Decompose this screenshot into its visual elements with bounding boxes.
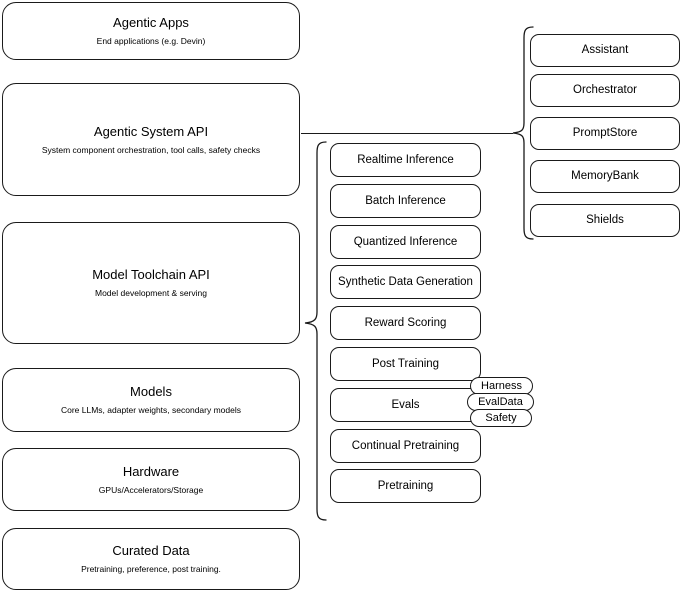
service-label: Reward Scoring [364, 316, 447, 329]
service-box-continual-pretraining[interactable]: Continual Pretraining [330, 429, 481, 463]
service-label: Realtime Inference [357, 153, 454, 166]
service-box-synthetic-data-generation[interactable]: Synthetic Data Generation [330, 265, 481, 299]
service-label: Batch Inference [365, 194, 446, 207]
layer-box-models[interactable]: Models Core LLMs, adapter weights, secon… [2, 368, 300, 432]
service-label: Evals [391, 398, 420, 411]
service-box-realtime-inference[interactable]: Realtime Inference [330, 143, 481, 177]
layer-subtitle: Model development & serving [95, 288, 207, 299]
service-box-pretraining[interactable]: Pretraining [330, 469, 481, 503]
layer-subtitle: Core LLMs, adapter weights, secondary mo… [60, 405, 241, 416]
layer-subtitle: System component orchestration, tool cal… [41, 144, 261, 155]
component-box-promptstore[interactable]: PromptStore [530, 117, 680, 150]
layer-subtitle: GPUs/Accelerators/Storage [98, 484, 204, 495]
pill-label: Safety [485, 412, 517, 424]
evals-pill-safety[interactable]: Safety [470, 409, 532, 427]
connector-line-system-api-to-components [301, 133, 513, 134]
service-box-reward-scoring[interactable]: Reward Scoring [330, 306, 481, 340]
component-box-assistant[interactable]: Assistant [530, 34, 680, 67]
layer-box-agentic-apps[interactable]: Agentic Apps End applications (e.g. Devi… [2, 2, 300, 60]
brace-system-components [511, 25, 535, 241]
pill-label: Harness [481, 380, 522, 392]
component-label: Assistant [581, 44, 629, 57]
layer-subtitle: End applications (e.g. Devin) [96, 36, 206, 47]
pill-label: EvalData [478, 396, 523, 408]
component-box-shields[interactable]: Shields [530, 204, 680, 237]
service-label: Quantized Inference [353, 235, 458, 248]
layer-box-hardware[interactable]: Hardware GPUs/Accelerators/Storage [2, 448, 300, 511]
service-box-batch-inference[interactable]: Batch Inference [330, 184, 481, 218]
layer-subtitle: Pretraining, preference, post training. [81, 564, 221, 575]
layer-box-curated-data[interactable]: Curated Data Pretraining, preference, po… [2, 528, 300, 590]
service-box-evals[interactable]: Evals [330, 388, 481, 422]
service-label: Pretraining [377, 479, 434, 492]
component-label: PromptStore [572, 127, 638, 140]
evals-pill-evaldata[interactable]: EvalData [467, 393, 534, 411]
component-box-orchestrator[interactable]: Orchestrator [530, 74, 680, 107]
component-box-memorybank[interactable]: MemoryBank [530, 160, 680, 193]
brace-toolchain-services [302, 140, 328, 522]
service-label: Synthetic Data Generation [338, 275, 473, 288]
layer-title: Model Toolchain API [92, 267, 210, 283]
evals-pill-harness[interactable]: Harness [470, 377, 533, 395]
layer-box-agentic-system-api[interactable]: Agentic System API System component orch… [2, 83, 300, 196]
service-label: Post Training [371, 357, 440, 370]
component-label: Shields [586, 214, 624, 227]
service-box-post-training[interactable]: Post Training [330, 347, 481, 381]
layer-title: Hardware [122, 463, 180, 479]
service-label: Continual Pretraining [351, 439, 460, 452]
layer-box-model-toolchain-api[interactable]: Model Toolchain API Model development & … [2, 222, 300, 344]
layer-title: Curated Data [112, 543, 190, 559]
layer-title: Agentic Apps [113, 15, 189, 31]
component-label: MemoryBank [571, 170, 639, 183]
component-label: Orchestrator [573, 84, 637, 97]
service-box-quantized-inference[interactable]: Quantized Inference [330, 225, 481, 259]
layer-title: Models [130, 384, 172, 400]
layer-title: Agentic System API [93, 123, 209, 139]
